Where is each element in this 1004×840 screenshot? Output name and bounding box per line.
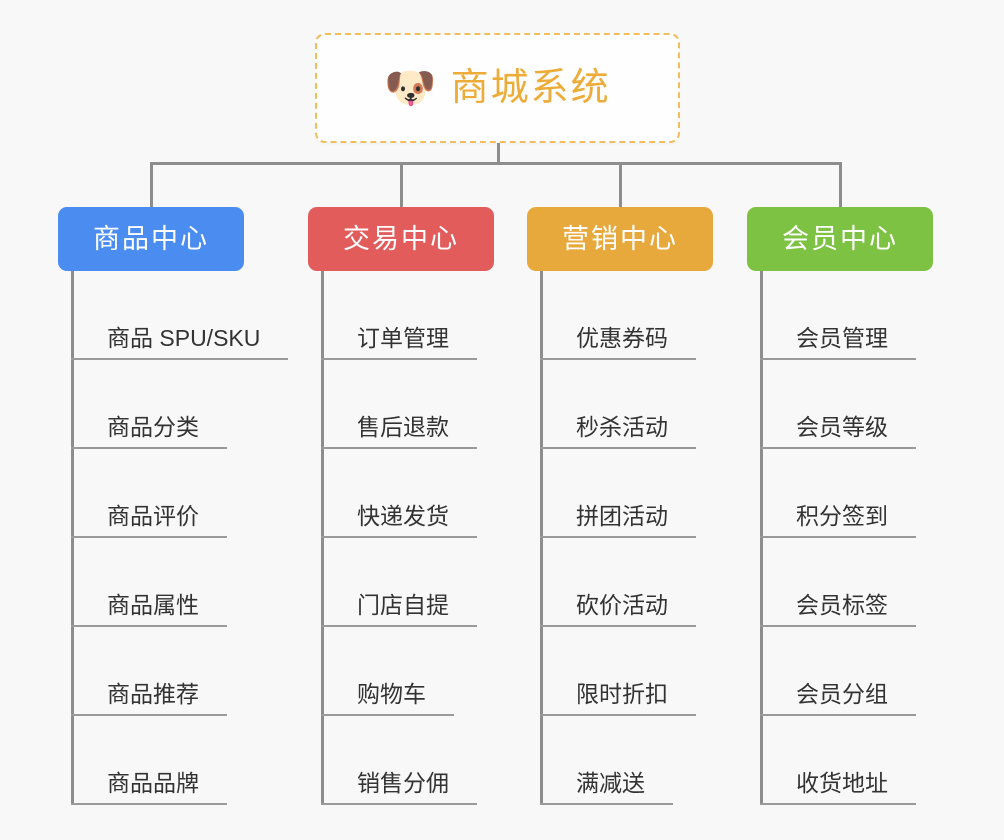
leaf-item-label: 拼团活动 bbox=[576, 503, 668, 530]
leaf-item-label: 购物车 bbox=[357, 681, 426, 708]
leaf-item-label: 销售分佣 bbox=[357, 770, 449, 797]
leaf-item[interactable]: 快递发货 bbox=[321, 449, 477, 538]
leaf-item-label: 商品评价 bbox=[107, 503, 199, 530]
root-node[interactable]: 🐶 商城系统 bbox=[315, 33, 680, 143]
leaf-item-rule bbox=[71, 714, 227, 716]
leaf-item[interactable]: 会员管理 bbox=[760, 271, 916, 360]
leaf-item[interactable]: 售后退款 bbox=[321, 360, 477, 449]
leaf-item-rule bbox=[321, 803, 477, 805]
leaf-item-label: 门店自提 bbox=[357, 592, 449, 619]
leaf-item-rule bbox=[321, 358, 477, 360]
leaf-item-label: 快递发货 bbox=[357, 503, 449, 530]
leaf-item-rule bbox=[71, 447, 227, 449]
branch-spine-1 bbox=[71, 271, 74, 805]
leaf-item[interactable]: 商品推荐 bbox=[71, 627, 288, 716]
leaf-item-label: 会员管理 bbox=[796, 325, 888, 352]
shiba-inu-dog-face-icon: 🐶 bbox=[384, 63, 437, 112]
leaf-item[interactable]: 满减送 bbox=[540, 716, 696, 805]
leaf-item-rule bbox=[760, 536, 916, 538]
leaf-item[interactable]: 会员标签 bbox=[760, 538, 916, 627]
leaf-item-rule bbox=[760, 714, 916, 716]
leaf-item-rule bbox=[540, 358, 696, 360]
leaf-item[interactable]: 商品分类 bbox=[71, 360, 288, 449]
leaf-item-rule bbox=[760, 447, 916, 449]
leaf-item-rule bbox=[71, 358, 288, 360]
leaf-item[interactable]: 会员等级 bbox=[760, 360, 916, 449]
leaf-item-rule bbox=[760, 803, 916, 805]
leaf-item-label: 会员等级 bbox=[796, 414, 888, 441]
leaf-item-rule bbox=[71, 803, 227, 805]
leaf-item-rule bbox=[71, 536, 227, 538]
leaf-item-label: 订单管理 bbox=[357, 325, 449, 352]
leaf-item[interactable]: 商品属性 bbox=[71, 538, 288, 627]
leaf-item-label: 商品分类 bbox=[107, 414, 199, 441]
leaf-item[interactable]: 限时折扣 bbox=[540, 627, 696, 716]
leaf-item-label: 限时折扣 bbox=[576, 681, 668, 708]
leaf-item[interactable]: 购物车 bbox=[321, 627, 477, 716]
leaf-item-rule bbox=[760, 625, 916, 627]
leaf-item[interactable]: 商品品牌 bbox=[71, 716, 288, 805]
leaf-item-rule bbox=[540, 536, 696, 538]
leaf-item[interactable]: 收货地址 bbox=[760, 716, 916, 805]
leaf-item-rule bbox=[760, 358, 916, 360]
leaf-item[interactable]: 拼团活动 bbox=[540, 449, 696, 538]
leaf-item-label: 秒杀活动 bbox=[576, 414, 668, 441]
leaf-list-3: 优惠券码秒杀活动拼团活动砍价活动限时折扣满减送 bbox=[540, 271, 696, 805]
leaf-item-label: 商品推荐 bbox=[107, 681, 199, 708]
leaf-item-rule bbox=[540, 625, 696, 627]
branch-spine-3 bbox=[540, 271, 543, 805]
category-node-4[interactable]: 会员中心 bbox=[747, 207, 933, 271]
leaf-item[interactable]: 订单管理 bbox=[321, 271, 477, 360]
leaf-item[interactable]: 秒杀活动 bbox=[540, 360, 696, 449]
leaf-item-label: 会员标签 bbox=[796, 592, 888, 619]
category-node-3[interactable]: 营销中心 bbox=[527, 207, 713, 271]
root-node-title: 商城系统 bbox=[450, 67, 611, 109]
leaf-item-label: 商品属性 bbox=[107, 592, 199, 619]
leaf-item-rule bbox=[71, 625, 227, 627]
branch-spine-4 bbox=[760, 271, 763, 805]
connector-bus bbox=[151, 162, 840, 165]
leaf-item-label: 会员分组 bbox=[796, 681, 888, 708]
leaf-item-label: 优惠券码 bbox=[576, 325, 668, 352]
category-node-2[interactable]: 交易中心 bbox=[308, 207, 494, 271]
leaf-item-label: 砍价活动 bbox=[576, 592, 668, 619]
leaf-item-rule bbox=[321, 625, 477, 627]
leaf-item-label: 积分签到 bbox=[796, 503, 888, 530]
leaf-item-rule bbox=[540, 803, 673, 805]
leaf-item[interactable]: 会员分组 bbox=[760, 627, 916, 716]
leaf-item[interactable]: 积分签到 bbox=[760, 449, 916, 538]
root-connector-stub bbox=[496, 143, 500, 165]
leaf-item-label: 商品 SPU/SKU bbox=[107, 325, 261, 352]
leaf-list-2: 订单管理售后退款快递发货门店自提购物车销售分佣 bbox=[321, 271, 477, 805]
connector-drop-1 bbox=[150, 162, 153, 207]
leaf-item[interactable]: 销售分佣 bbox=[321, 716, 477, 805]
connector-drop-2 bbox=[400, 162, 403, 207]
leaf-item[interactable]: 砍价活动 bbox=[540, 538, 696, 627]
connector-drop-4 bbox=[839, 162, 842, 207]
leaf-item[interactable]: 商品 SPU/SKU bbox=[71, 271, 288, 360]
leaf-list-1: 商品 SPU/SKU 商品分类商品评价商品属性商品推荐商品品牌 bbox=[71, 271, 288, 805]
leaf-item-rule bbox=[321, 714, 454, 716]
leaf-item-rule bbox=[540, 714, 696, 716]
leaf-list-4: 会员管理会员等级积分签到会员标签会员分组收货地址 bbox=[760, 271, 916, 805]
leaf-item-label: 售后退款 bbox=[357, 414, 449, 441]
leaf-item-label: 满减送 bbox=[576, 770, 645, 797]
branch-spine-2 bbox=[321, 271, 324, 805]
leaf-item-label: 商品品牌 bbox=[107, 770, 199, 797]
leaf-item[interactable]: 优惠券码 bbox=[540, 271, 696, 360]
leaf-item-label: 收货地址 bbox=[796, 770, 888, 797]
leaf-item[interactable]: 商品评价 bbox=[71, 449, 288, 538]
connector-drop-3 bbox=[619, 162, 622, 207]
category-node-1[interactable]: 商品中心 bbox=[58, 207, 244, 271]
leaf-item-rule bbox=[321, 536, 477, 538]
leaf-item-rule bbox=[321, 447, 477, 449]
leaf-item-rule bbox=[540, 447, 696, 449]
leaf-item[interactable]: 门店自提 bbox=[321, 538, 477, 627]
